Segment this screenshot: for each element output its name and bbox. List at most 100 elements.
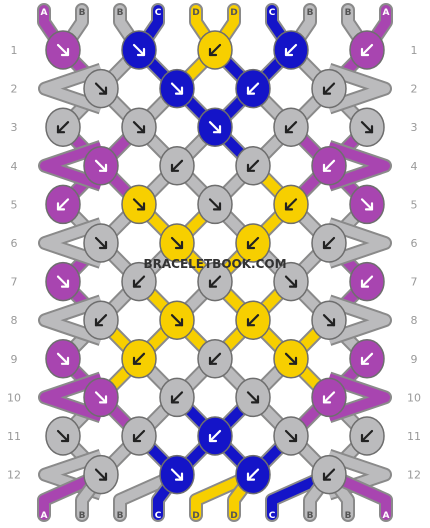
knot[interactable] — [83, 68, 119, 109]
knot[interactable] — [197, 261, 233, 302]
arrow-down-left-icon — [170, 159, 184, 172]
row-label-left: 2 — [11, 83, 18, 96]
knot[interactable] — [273, 339, 309, 379]
knot[interactable] — [235, 146, 271, 186]
knot[interactable] — [311, 68, 347, 109]
knot[interactable] — [273, 30, 309, 70]
knot[interactable] — [349, 184, 385, 225]
arrow-down-right-icon — [132, 121, 146, 134]
arrow-down-left-icon — [170, 391, 184, 404]
knot[interactable] — [273, 184, 309, 225]
knot[interactable] — [159, 300, 195, 340]
knot-grid — [45, 30, 385, 495]
knot[interactable] — [349, 30, 385, 70]
knot[interactable] — [121, 107, 157, 147]
knot[interactable] — [349, 339, 385, 379]
row-label-right: 3 — [411, 121, 418, 134]
knot[interactable] — [311, 454, 347, 495]
knot[interactable] — [273, 107, 309, 147]
knot[interactable] — [197, 30, 233, 70]
knot[interactable] — [83, 377, 119, 418]
strand-label-bottom: B — [79, 511, 86, 521]
knot[interactable] — [121, 30, 157, 70]
strand-label-bottom: A — [41, 511, 48, 521]
arrow-down-left-icon — [322, 82, 336, 95]
bottom-tail — [191, 469, 258, 520]
knot[interactable] — [45, 184, 81, 225]
knot[interactable] — [311, 223, 347, 263]
knot[interactable] — [197, 339, 233, 379]
knot[interactable] — [121, 339, 157, 379]
knot[interactable] — [83, 300, 119, 340]
strand-label-bottom: D — [230, 511, 237, 521]
knot[interactable] — [349, 416, 385, 456]
arrow-down-right-icon — [360, 198, 374, 211]
knot[interactable] — [273, 416, 309, 456]
knot[interactable] — [45, 30, 81, 70]
row-label-left: 1 — [11, 44, 18, 57]
knot[interactable] — [273, 261, 309, 302]
knot[interactable] — [121, 416, 157, 456]
knot[interactable] — [121, 261, 157, 302]
knot[interactable] — [121, 184, 157, 225]
knot[interactable] — [311, 300, 347, 340]
arrow-down-right-icon — [360, 121, 374, 134]
knot[interactable] — [197, 184, 233, 225]
strand-label-bottom: B — [345, 511, 352, 521]
strand-label-top: A — [41, 8, 48, 18]
knot[interactable] — [159, 223, 195, 263]
knot[interactable] — [235, 223, 271, 263]
arrow-down-left-icon — [208, 429, 222, 443]
row-label-right: 9 — [411, 353, 418, 366]
knot[interactable] — [45, 416, 81, 456]
strand-label-top: C — [269, 8, 276, 18]
arrow-down-left-icon — [208, 275, 222, 288]
arrow-down-right-icon — [170, 236, 184, 250]
row-label-right: 1 — [411, 44, 418, 57]
knot[interactable] — [159, 377, 195, 418]
knot[interactable] — [197, 416, 233, 456]
arrow-down-left-icon — [132, 275, 146, 288]
knot[interactable] — [311, 146, 347, 186]
knot[interactable] — [45, 339, 81, 379]
edge-strand — [40, 373, 103, 422]
knot[interactable] — [83, 146, 119, 186]
edge-strand — [327, 219, 390, 267]
arrow-down-left-icon — [246, 314, 260, 327]
knot[interactable] — [235, 454, 271, 495]
arrow-down-left-icon — [208, 352, 222, 365]
arrow-down-right-icon — [94, 82, 108, 95]
knot[interactable] — [45, 107, 81, 147]
arrow-down-right-icon — [132, 43, 146, 57]
knot[interactable] — [83, 223, 119, 263]
bottom-tail — [39, 469, 106, 520]
arrow-down-left-icon — [246, 468, 260, 481]
arrow-down-left-icon — [284, 198, 298, 211]
row-label-right: 2 — [411, 83, 418, 96]
arrow-down-right-icon — [170, 468, 184, 481]
knot[interactable] — [235, 300, 271, 340]
row-label-left: 11 — [7, 430, 21, 443]
knot[interactable] — [45, 261, 81, 302]
knot[interactable] — [349, 107, 385, 147]
knot[interactable] — [349, 261, 385, 302]
knot[interactable] — [159, 146, 195, 186]
knot[interactable] — [235, 68, 271, 109]
knot[interactable] — [83, 454, 119, 495]
edge-strand — [40, 219, 103, 267]
knot[interactable] — [159, 454, 195, 495]
knot[interactable] — [311, 377, 347, 418]
knot[interactable] — [159, 68, 195, 109]
arrow-down-right-icon — [94, 236, 108, 250]
row-label-left: 3 — [11, 121, 18, 134]
arrow-down-right-icon — [170, 314, 184, 327]
arrow-down-left-icon — [360, 429, 374, 443]
knot[interactable] — [197, 107, 233, 147]
row-label-left: 8 — [11, 314, 18, 327]
row-label-left: 6 — [11, 237, 18, 250]
knot[interactable] — [235, 377, 271, 418]
